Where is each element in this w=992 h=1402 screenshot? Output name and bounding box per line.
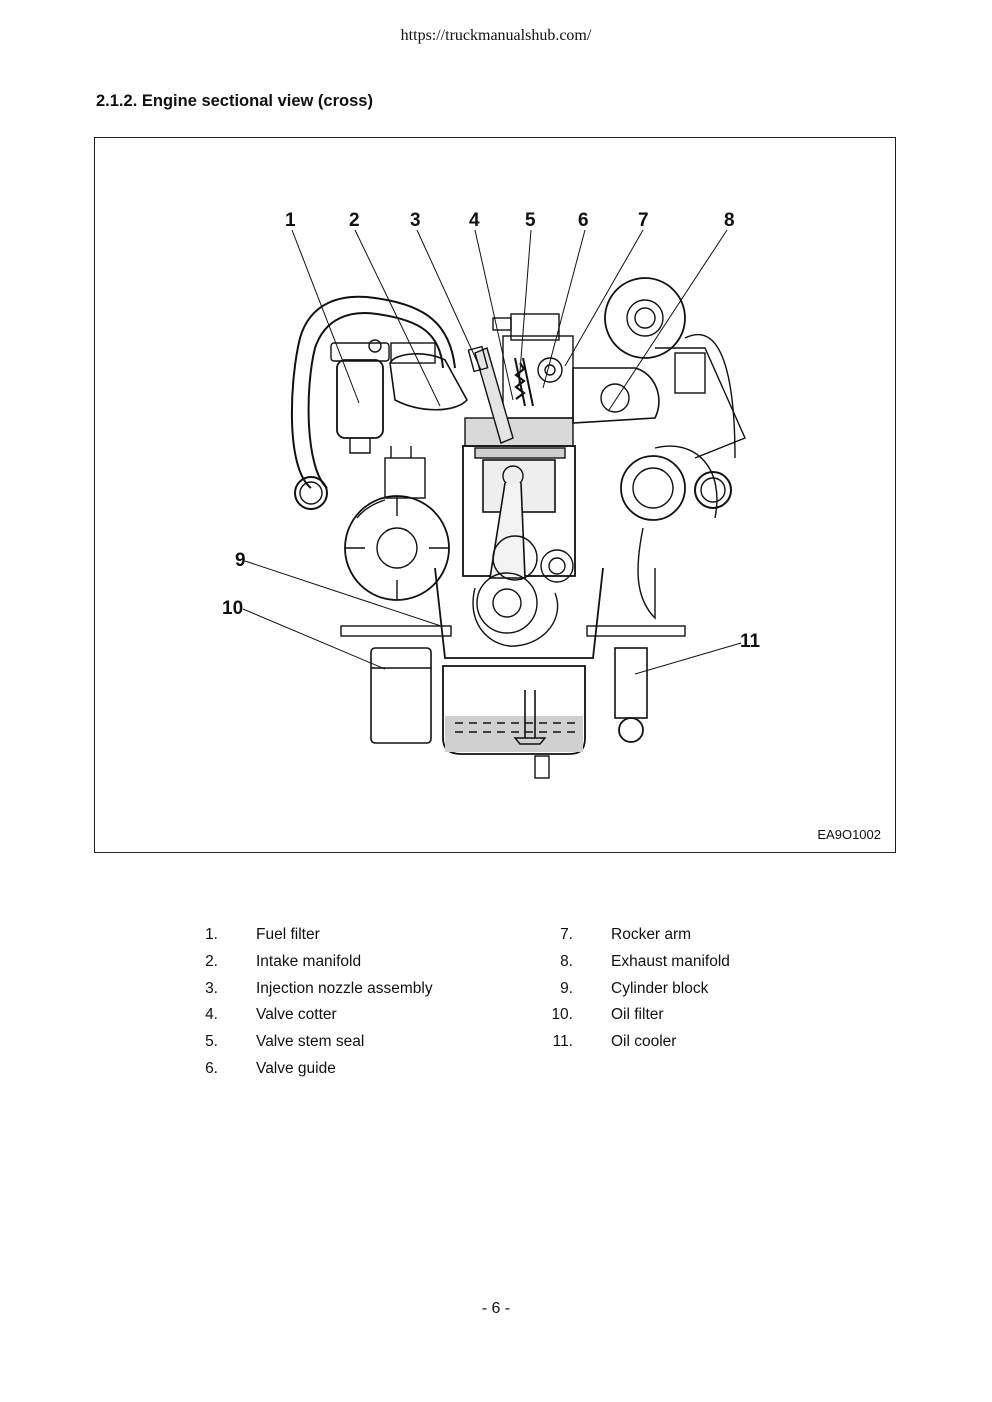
legend-item: 11.Oil cooler	[552, 1033, 677, 1051]
callout-7: 7	[638, 210, 649, 231]
oil-cooler	[614, 647, 648, 719]
exhaust-manifold	[572, 367, 660, 424]
callout-9: 9	[235, 550, 246, 571]
legend-item: 6.Valve guide	[205, 1059, 336, 1077]
figure-frame: 1 2 3 4 5 6 7 8 9 10 11 EA9O1002	[94, 137, 896, 853]
callout-3: 3	[410, 210, 421, 231]
oil-filter	[370, 647, 432, 744]
callout-10: 10	[222, 598, 243, 619]
legend-item: 9.Cylinder block	[560, 979, 709, 997]
engine-cross-section-diagram: 1 2 3 4 5 6 7 8 9 10 11	[222, 210, 761, 779]
callout-8: 8	[724, 210, 735, 231]
cylinder-head	[464, 417, 574, 447]
connecting-rod	[489, 482, 526, 579]
callout-5: 5	[525, 210, 536, 231]
water-pump	[620, 455, 686, 521]
callout-1: 1	[285, 210, 296, 231]
intake-manifold	[389, 353, 468, 411]
intake-pipe	[290, 295, 456, 489]
callout-4: 4	[469, 210, 480, 231]
legend-item: 5.Valve stem seal	[205, 1033, 365, 1051]
callout-6: 6	[578, 210, 589, 231]
figure-code: EA9O1002	[817, 827, 881, 842]
legend-item: 1.Fuel filter	[205, 926, 320, 943]
source-url: https://truckmanualshub.com/	[400, 27, 592, 44]
turbocharger	[604, 277, 686, 359]
right-pipe-end	[694, 471, 732, 509]
legend-item: 4.Valve cotter	[205, 1006, 337, 1024]
callout-2: 2	[349, 210, 360, 231]
legend-item: 10.Oil filter	[551, 1006, 664, 1024]
legend-column-right: 7.Rocker arm 8.Exhaust manifold 9.Cylind…	[533, 926, 730, 1060]
legend-column-left: 1.Fuel filter 2.Intake manifold 3.Inject…	[178, 926, 433, 1087]
oil-pan	[442, 665, 586, 755]
section-heading: 2.1.2. Engine sectional view (cross)	[96, 92, 373, 110]
fuel-filter-body	[336, 359, 384, 439]
legend-item: 7.Rocker arm	[560, 926, 692, 943]
legend-item: 3.Injection nozzle assembly	[205, 979, 433, 997]
legend-item: 8.Exhaust manifold	[560, 952, 730, 970]
legend-item: 2.Intake manifold	[205, 952, 362, 970]
crankcase	[434, 567, 604, 659]
callout-11: 11	[740, 631, 761, 652]
page-number: - 6 -	[481, 1300, 511, 1317]
